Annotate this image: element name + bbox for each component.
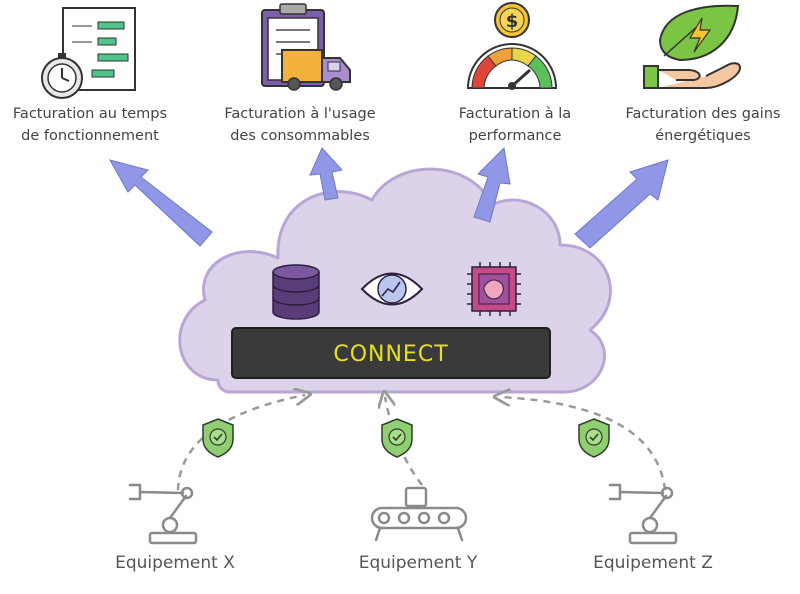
equipment-label-x: Equipement X (115, 553, 235, 573)
gauge-dollar-icon: $ (466, 2, 558, 90)
security-shield-icon (578, 418, 610, 458)
hand-leaf-energy-icon (643, 4, 741, 89)
billing-label-2-line1: Facturation à l'usage (224, 106, 376, 122)
billing-label-1: Facturation au temps de fonctionnement (0, 103, 180, 147)
billing-label-2: Facturation à l'usage des consommables (210, 103, 390, 147)
link-equipment-x (176, 395, 305, 491)
security-shield-icon (202, 418, 234, 458)
billing-label-4-line1: Facturation des gains (625, 106, 781, 122)
billing-label-4-line2: énergétiques (655, 128, 751, 144)
ai-chip-icon (467, 262, 521, 316)
arrow-to-billing-3 (473, 146, 511, 223)
stopwatch-document-icon (41, 7, 136, 99)
arrow-to-billing-1 (108, 159, 213, 247)
clipboard-truck-icon (261, 3, 351, 91)
billing-label-3-line1: Facturation à la (458, 106, 572, 122)
svg-text:$: $ (506, 11, 519, 32)
billing-label-1-line1: Facturation au temps (12, 106, 168, 122)
robot-arm-icon (608, 483, 678, 545)
robot-arm-icon (128, 483, 198, 545)
billing-label-1-line2: de fonctionnement (21, 128, 159, 144)
billing-label-2-line2: des consommables (230, 128, 370, 144)
eye-analytics-icon (360, 272, 424, 306)
arrow-to-billing-4 (574, 159, 669, 249)
equipment-label-y: Equipement Y (358, 553, 478, 573)
billing-label-3: Facturation à la performance (430, 103, 600, 147)
billing-label-3-line2: performance (468, 128, 562, 144)
security-shield-icon (381, 418, 413, 458)
equipment-label-z: Equipement Z (593, 553, 713, 573)
database-icon (272, 264, 320, 320)
platform-name: CONNECT (333, 342, 448, 367)
connect-bar (231, 327, 551, 379)
conveyor-icon (370, 486, 468, 542)
arrow-to-billing-2 (309, 147, 343, 201)
link-equipment-z (500, 397, 667, 491)
billing-label-4: Facturation des gains énergétiques (608, 103, 798, 147)
